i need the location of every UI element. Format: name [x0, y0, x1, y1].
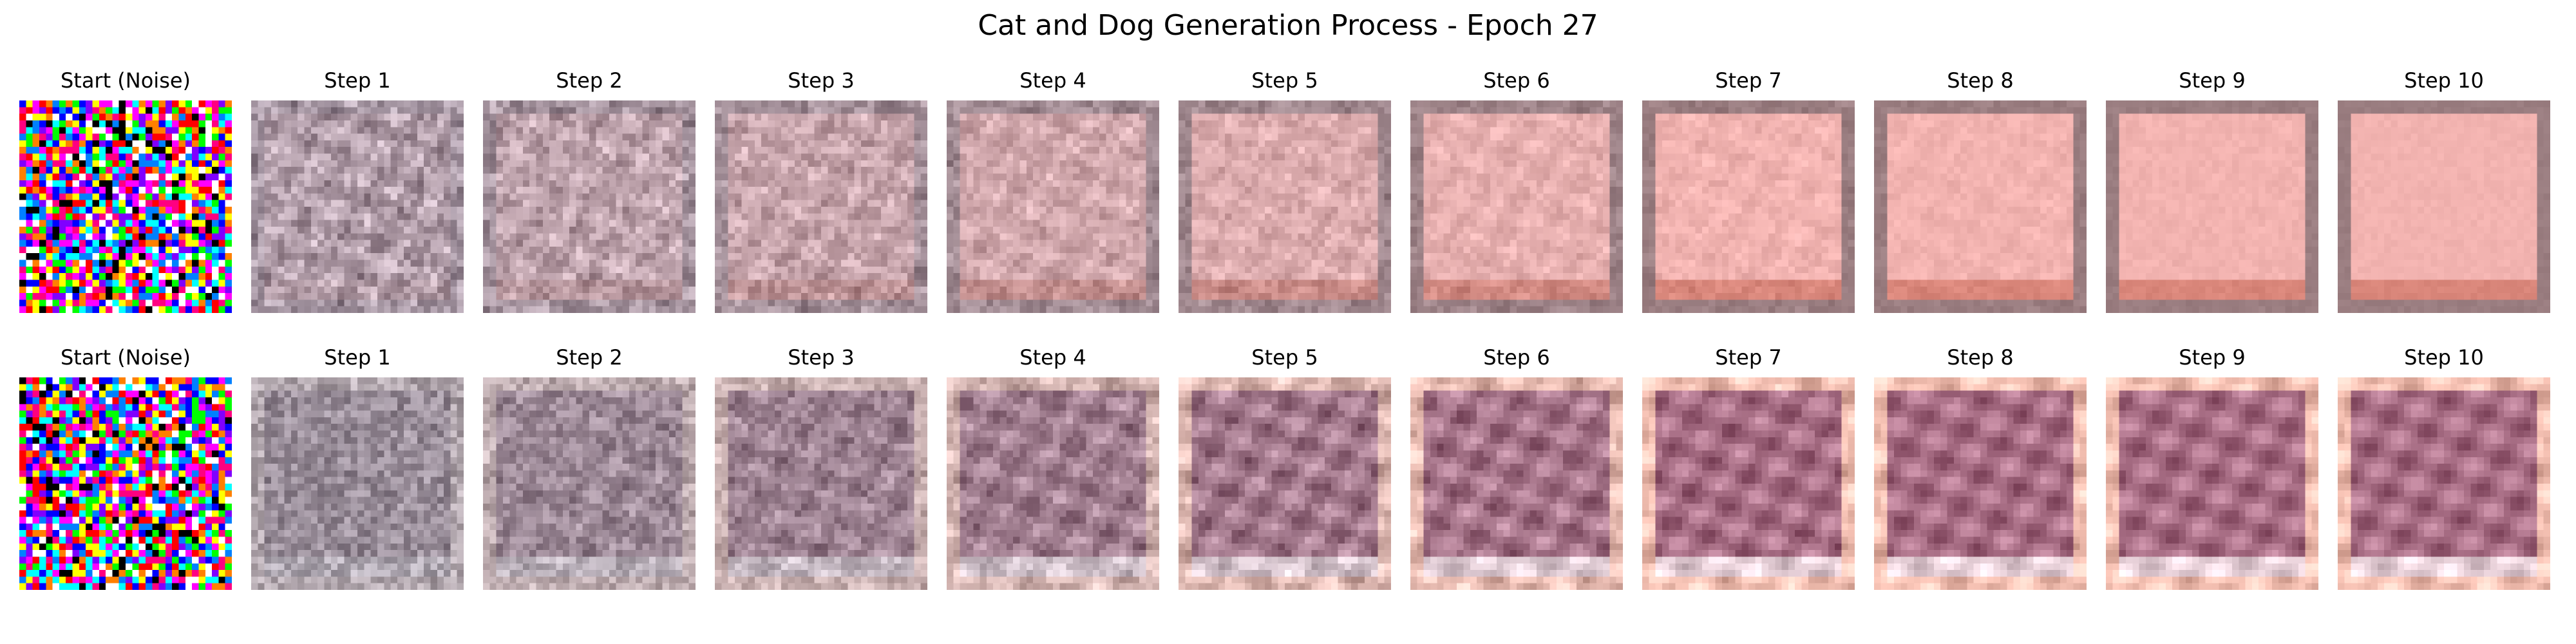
panel-label: Step 7 [1715, 68, 1782, 93]
generated-image [1179, 377, 1391, 590]
generated-image [1179, 100, 1391, 313]
generated-image [19, 100, 232, 313]
panel-label: Step 9 [2179, 345, 2246, 370]
generated-image [947, 100, 1159, 313]
panel-label: Step 3 [788, 345, 855, 370]
panel-label: Step 10 [2404, 68, 2484, 93]
panel-label: Step 4 [1019, 68, 1086, 93]
panel-label: Step 10 [2404, 345, 2484, 370]
generated-image [1410, 100, 1623, 313]
generated-image [2338, 377, 2550, 590]
panel-label: Step 9 [2179, 68, 2246, 93]
panel-label: Step 5 [1251, 345, 1318, 370]
panel-label: Step 1 [324, 345, 391, 370]
panel-label: Step 6 [1483, 345, 1550, 370]
generated-image [2106, 100, 2318, 313]
figure-title: Cat and Dog Generation Process - Epoch 2… [978, 9, 1598, 42]
generated-image [1642, 377, 1855, 590]
generated-image [19, 377, 232, 590]
generated-image [1410, 377, 1623, 590]
panel-label: Step 8 [1947, 68, 2014, 93]
generated-image [483, 100, 696, 313]
panel-label: Step 3 [788, 68, 855, 93]
generation-row-2: Start (Noise) Step 1 Step 2 Step 3 Step … [0, 341, 2576, 612]
panel-label: Step 2 [556, 345, 623, 370]
generated-image [1642, 100, 1855, 313]
generated-image [2106, 377, 2318, 590]
generation-row-1: Start (Noise) Step 1 Step 2 Step 3 Step … [0, 64, 2576, 335]
generated-image [2338, 100, 2550, 313]
generated-image [715, 100, 927, 313]
generated-image [715, 377, 927, 590]
panel-label: Step 2 [556, 68, 623, 93]
generated-image [251, 100, 464, 313]
panel-label: Start (Noise) [60, 68, 191, 93]
generated-image [1874, 100, 2087, 313]
panel-label: Step 1 [324, 68, 391, 93]
panel-label: Step 7 [1715, 345, 1782, 370]
generated-image [947, 377, 1159, 590]
generated-image [251, 377, 464, 590]
generated-image [483, 377, 696, 590]
panel-label: Start (Noise) [60, 345, 191, 370]
panel-label: Step 5 [1251, 68, 1318, 93]
panel-label: Step 8 [1947, 345, 2014, 370]
panel-label: Step 4 [1019, 345, 1086, 370]
generated-image [1874, 377, 2087, 590]
panel-label: Step 6 [1483, 68, 1550, 93]
